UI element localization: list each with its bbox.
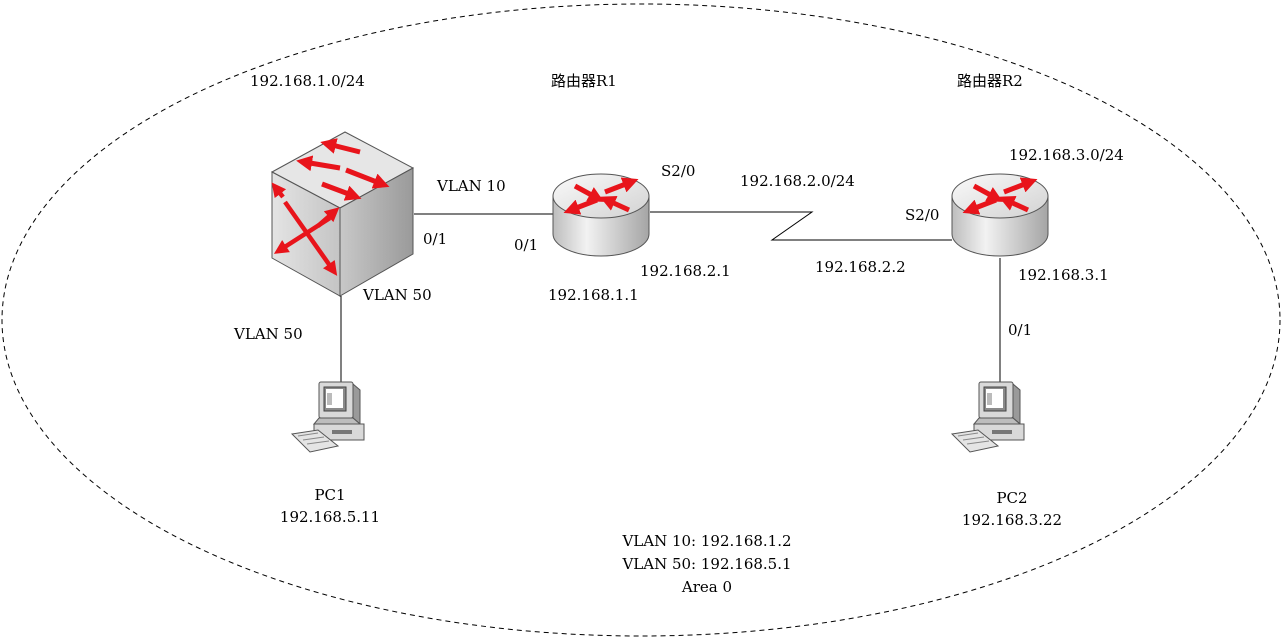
subnet-lan3-label: 192.168.3.0/24 bbox=[1009, 146, 1124, 164]
r1-wan-ip-label: 192.168.2.1 bbox=[640, 262, 731, 280]
subnet-wan-label: 192.168.2.0/24 bbox=[740, 172, 855, 190]
router-r1-name: 路由器R1 bbox=[551, 72, 617, 90]
r1-lan-ip-label: 192.168.1.1 bbox=[548, 286, 639, 304]
subnet-lan1-label: 192.168.1.0/24 bbox=[250, 72, 365, 90]
desktop-pc-icon bbox=[291, 381, 365, 453]
r2-lan-ip-label: 192.168.3.1 bbox=[1018, 266, 1109, 284]
router-icon bbox=[553, 174, 649, 256]
desktop-pc-icon bbox=[951, 381, 1025, 453]
router-icon bbox=[952, 174, 1048, 256]
switch-uplink-port-label: 0/1 bbox=[423, 230, 448, 248]
r2-lan-port-label: 0/1 bbox=[1008, 321, 1033, 339]
area-notes: VLAN 10: 192.168.1.2 VLAN 50: 192.168.5.… bbox=[622, 530, 791, 599]
router-r2-name: 路由器R2 bbox=[957, 72, 1023, 90]
pc1-name: PC1 bbox=[314, 486, 346, 504]
pc1-vlan-label: VLAN 50 bbox=[234, 325, 303, 343]
ospf-area-boundary bbox=[1, 3, 1281, 637]
switch-uplink-vlan-label: VLAN 10 bbox=[437, 177, 506, 195]
r2-wan-ip-label: 192.168.2.2 bbox=[815, 258, 906, 276]
r2-serial-port-label: S2/0 bbox=[905, 206, 940, 224]
note-vlan50: VLAN 50: 192.168.5.1 bbox=[622, 555, 792, 573]
switch-downlink-vlan-label: VLAN 50 bbox=[363, 286, 432, 304]
r1-lan-port-label: 0/1 bbox=[514, 236, 539, 254]
pc2-ip: 192.168.3.22 bbox=[961, 511, 1063, 529]
link-r1-r2-serial bbox=[650, 211, 952, 241]
note-area: Area 0 bbox=[681, 578, 733, 596]
r1-serial-port-label: S2/0 bbox=[661, 162, 696, 180]
pc2-name: PC2 bbox=[996, 489, 1028, 507]
l3-switch-icon bbox=[270, 131, 415, 297]
pc1-ip: 192.168.5.11 bbox=[279, 508, 381, 526]
note-vlan10: VLAN 10: 192.168.1.2 bbox=[622, 532, 792, 550]
